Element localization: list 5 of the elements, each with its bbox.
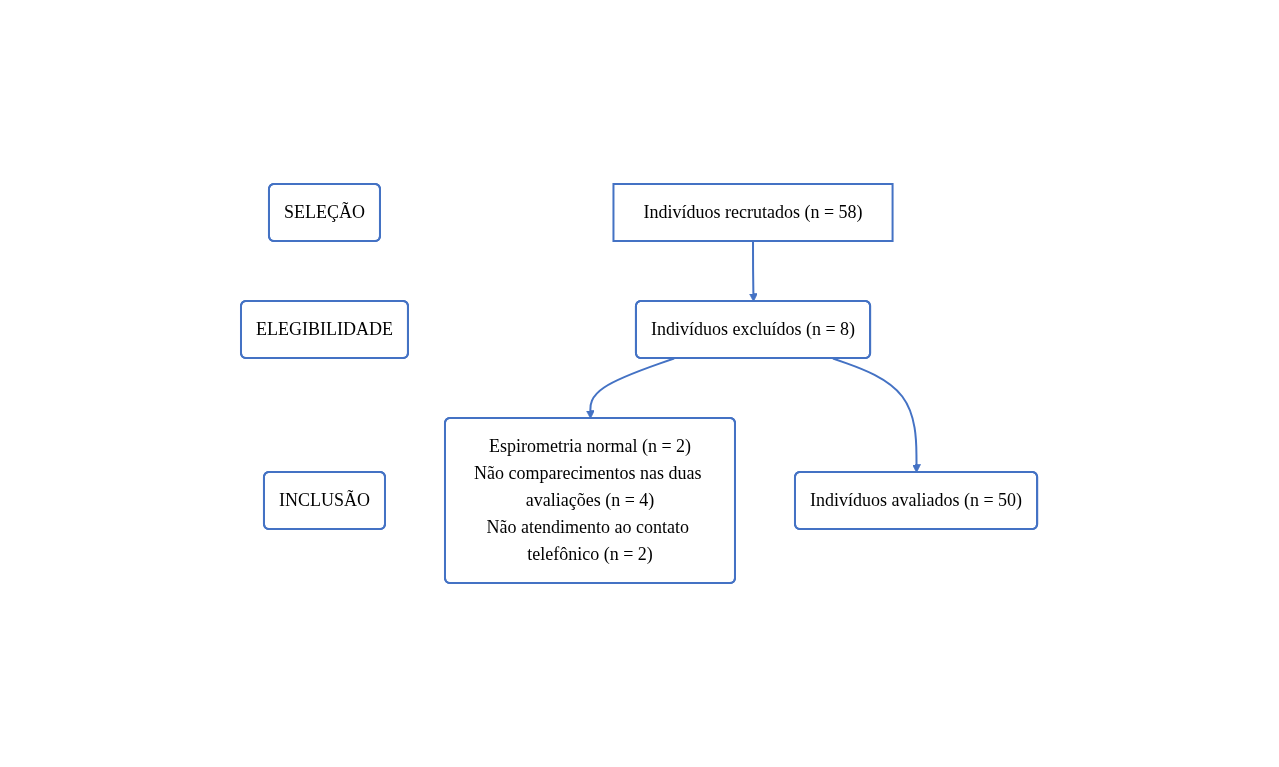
arrow	[749, 240, 759, 302]
arrow	[586, 357, 676, 419]
node-box: Indivíduos recrutados (n = 58)	[612, 183, 894, 242]
node-text: Espirometria normal (n = 2) Não comparecimentos nas duas avaliações (n = 4) Não atendimento ao contato telefônico (n = 2)	[474, 436, 702, 564]
arrow	[832, 357, 922, 473]
